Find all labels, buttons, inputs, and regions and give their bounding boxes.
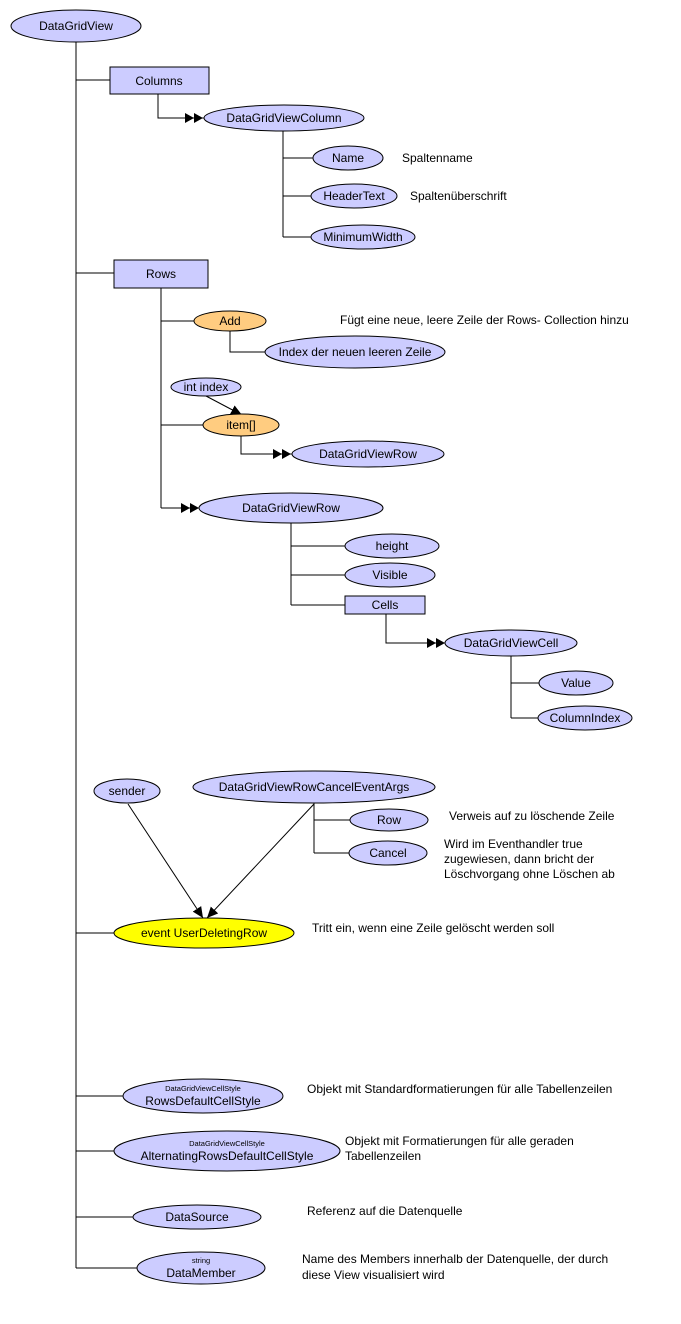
node-datagridviewrow-item[interactable]: DataGridViewRow — [291, 440, 445, 468]
node-label: DataMember — [166, 1266, 235, 1280]
node-label: Value — [561, 676, 591, 690]
node-label: item[] — [226, 418, 255, 432]
node-minimumwidth[interactable]: MinimumWidth — [310, 224, 416, 250]
node-headertext[interactable]: HeaderText — [310, 183, 398, 209]
node-label: DataGridViewRowCancelEventArgs — [219, 780, 410, 794]
note-row: Verweis auf zu löschende Zeile — [449, 809, 615, 823]
node-item[interactable]: item[] — [202, 413, 280, 437]
note-headertext: Spaltenüberschrift — [410, 189, 507, 203]
node-datagridviewcolumn[interactable]: DataGridViewColumn — [203, 104, 365, 132]
node-datagridview[interactable]: DataGridView — [10, 9, 142, 43]
node-label: AlternatingRowsDefaultCellStyle — [141, 1149, 314, 1163]
edge-columns-column — [157, 94, 204, 123]
node-label: DataGridViewRow — [319, 447, 417, 461]
note-rows-default-cell-style: Objekt mit Standardformatierungen für al… — [307, 1082, 612, 1096]
node-alt-rows-default-cell-style[interactable]: DataGridViewCellStyle AlternatingRowsDef… — [113, 1130, 341, 1172]
node-visible[interactable]: Visible — [344, 562, 436, 588]
node-label: Index der neuen leeren Zeile — [279, 345, 432, 359]
node-label: DataGridView — [39, 19, 113, 33]
node-label: Columns — [135, 74, 182, 88]
node-label: MinimumWidth — [323, 230, 402, 244]
edge-cells-cell — [385, 614, 446, 648]
node-cancel[interactable]: Cancel — [348, 840, 428, 866]
node-label: Add — [219, 314, 240, 328]
edge-eventargs-event — [206, 803, 315, 919]
node-rows[interactable]: Rows — [113, 259, 209, 289]
node-label: Visible — [372, 568, 407, 582]
node-label: Cancel — [369, 846, 406, 860]
node-label: Cells — [372, 598, 399, 612]
edge-intindex-item — [205, 395, 243, 416]
node-label: RowsDefaultCellStyle — [145, 1094, 261, 1108]
node-value[interactable]: Value — [538, 670, 614, 696]
node-type-label: string — [192, 1256, 210, 1265]
note-cancel-line3: Löschvorgang ohne Löschen ab — [444, 867, 615, 881]
node-datasource[interactable]: DataSource — [132, 1204, 262, 1230]
node-datagridviewcell[interactable]: DataGridViewCell — [444, 629, 578, 657]
edges — [75, 42, 539, 1269]
node-label: Rows — [146, 267, 176, 281]
note-alt-line1: Objekt mit Formatierungen für alle gerad… — [345, 1134, 574, 1148]
node-type-label: DataGridViewCellStyle — [165, 1084, 241, 1093]
node-label: sender — [109, 784, 146, 798]
note-datasource: Referenz auf die Datenquelle — [307, 1204, 463, 1218]
note-cancel-line2: zugewiesen, dann bricht der — [444, 852, 594, 866]
note-datamember-line2: diese View visualisiert wird — [302, 1268, 445, 1282]
node-name[interactable]: Name — [312, 145, 384, 171]
node-label: Row — [377, 813, 401, 827]
node-add[interactable]: Add — [193, 310, 267, 332]
node-type-label: DataGridViewCellStyle — [189, 1139, 265, 1148]
note-userdeletingrow: Tritt ein, wenn eine Zeile gelöscht werd… — [312, 921, 554, 935]
node-label: height — [376, 539, 409, 553]
node-label: HeaderText — [323, 189, 385, 203]
node-cancel-event-args[interactable]: DataGridViewRowCancelEventArgs — [192, 770, 436, 804]
node-label: Name — [332, 151, 364, 165]
node-event-userdeletingrow[interactable]: event UserDeletingRow — [113, 917, 295, 949]
node-label: DataGridViewCell — [464, 636, 558, 650]
node-cells[interactable]: Cells — [344, 595, 426, 615]
node-int-index[interactable]: int index — [170, 377, 242, 397]
note-add: Fügt eine neue, leere Zeile der Rows- Co… — [340, 313, 629, 327]
node-index-new-row[interactable]: Index der neuen leeren Zeile — [264, 335, 446, 369]
node-label: event UserDeletingRow — [141, 926, 267, 940]
note-cancel-line1: Wird im Eventhandler true — [444, 837, 583, 851]
node-columnindex[interactable]: ColumnIndex — [537, 705, 633, 731]
note-alt-line2: Tabellenzeilen — [345, 1149, 421, 1163]
note-name: Spaltenname — [402, 151, 473, 165]
node-columns[interactable]: Columns — [109, 66, 210, 95]
node-label: DataGridViewRow — [242, 501, 340, 515]
node-datamember[interactable]: string DataMember — [136, 1251, 266, 1285]
node-label: ColumnIndex — [550, 711, 621, 725]
node-label: int index — [184, 380, 229, 394]
node-label: DataSource — [165, 1210, 229, 1224]
node-sender[interactable]: sender — [93, 778, 161, 804]
edge-item-row — [240, 436, 292, 459]
node-rows-default-cell-style[interactable]: DataGridViewCellStyle RowsDefaultCellSty… — [122, 1078, 284, 1114]
edge-add-index — [229, 331, 266, 353]
node-height[interactable]: height — [344, 533, 440, 559]
node-datagridviewrow[interactable]: DataGridViewRow — [198, 492, 384, 524]
node-label: DataGridViewColumn — [226, 111, 341, 125]
node-row[interactable]: Row — [349, 808, 429, 832]
edge-sender-event — [127, 803, 204, 919]
note-datamember-line1: Name des Members innerhalb der Datenquel… — [302, 1252, 608, 1266]
